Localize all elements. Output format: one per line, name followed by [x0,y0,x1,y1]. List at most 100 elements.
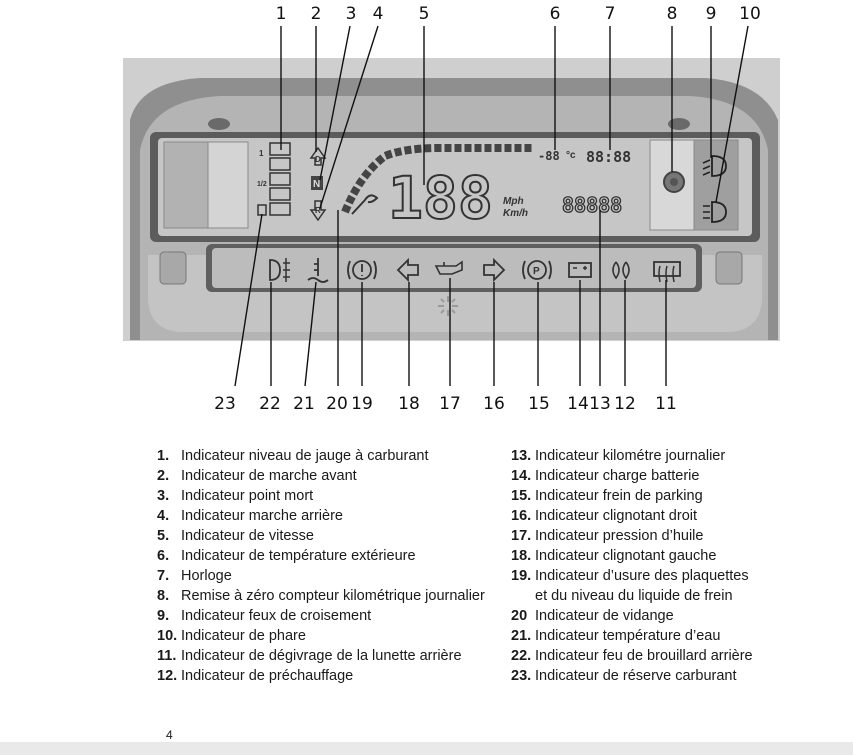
speed-unit-mph: Mph [503,196,524,207]
callout-19: 19 [351,394,373,414]
legend-item-text: Indicateur de vidange [535,608,674,624]
legend-item-number: 11. [157,648,177,664]
legend-item-text: Indicateur frein de parking [535,488,703,504]
legend-item-text: Indicateur de réserve carburant [535,668,737,684]
legend-item-number: 17. [511,528,532,544]
legend-item-text: Horloge [181,568,232,584]
legend-item: 18.Indicateur clignotant gauche [511,546,753,566]
callout-17: 17 [439,394,461,414]
rear-defrost-icon [653,261,681,283]
instrument-cluster-housing [123,58,780,341]
legend-item: 20 Indicateur de vidange [511,606,753,626]
callout-3: 3 [346,4,357,24]
legend-item-text: Indicateur température d’eau [535,628,721,644]
temperature-unit: °c [566,150,576,161]
speed-display: 188 [388,164,493,232]
left-turn-signal-icon [396,257,419,283]
legend-item-number: 22. [511,648,532,664]
legend-item-text: Indicateur de vitesse [181,528,314,544]
callout-22: 22 [259,394,281,414]
legend-item: 14.Indicateur charge batterie [511,466,753,486]
callout-23: 23 [214,394,236,414]
legend-item: 16.Indicateur clignotant droit [511,506,753,526]
callout-15: 15 [528,394,550,414]
low-beam-icon [702,155,727,177]
service-wrench-icon [351,194,379,215]
legend-item-number: 4. [157,508,170,524]
callout-14: 14 [567,394,589,414]
callout-13: 13 [589,394,611,414]
callout-2: 2 [311,4,322,24]
legend-item: 6. Indicateur de température extérieure [157,546,485,566]
legend-item-number: 18. [511,548,532,564]
speed-unit-kmh: Km/h [503,208,528,219]
fuel-full-mark: 1 [259,149,264,158]
parking-brake-icon: P [522,260,552,280]
legend-item-text: Indicateur feu de brouillard arrière [535,648,753,664]
rpm-arc-segments [341,144,532,214]
svg-text:P: P [533,266,540,277]
legend-item-text: Indicateur de dégivrage de la lunette ar… [181,648,462,664]
ambient-light-sensor-icon [438,296,458,316]
fuel-half-mark: 1/2 [257,181,267,188]
callout-5: 5 [419,4,430,24]
callout-16: 16 [483,394,505,414]
bottom-band [0,742,853,755]
legend-item-text: Indicateur de phare [181,628,306,644]
legend-item-text: Indicateur marche arrière [181,508,343,524]
legend-item-text: et du niveau du liquide de frein [535,588,733,604]
legend-item-number: 5. [157,528,170,544]
legend-item: 19.Indicateur d’usure des plaquettes [511,566,753,586]
high-beam-icon [703,201,727,223]
legend-item-number: 2. [157,468,170,484]
legend-item-text: Indicateur charge batterie [535,468,700,484]
legend-item: 4. Indicateur marche arrière [157,506,485,526]
legend-item-number: 8. [157,588,170,604]
rear-fog-light-icon [269,258,290,282]
legend-item-number: 15. [511,488,532,504]
trip-reset-knob-icon [663,171,685,193]
legend-item-number: 20 [511,608,528,624]
legend-item-number: 14. [511,468,532,484]
legend-item-text: Remise à zéro compteur kilométrique jour… [181,588,485,604]
legend-item: 9.Indicateur feux de croisement [157,606,485,626]
legend-item: 8. Remise à zéro compteur kilométrique jo… [157,586,485,606]
callout-12: 12 [614,394,636,414]
legend-item-number: 13. [511,448,532,464]
legend-item: 17.Indicateur pression d’huile [511,526,753,546]
clock-display: 88:88 [586,148,631,166]
legend-item-text: Indicateur point mort [181,488,314,504]
glow-plug-icon [612,261,630,280]
fuel-gauge-bar [269,142,291,216]
gear-reverse-letter: R [315,206,321,215]
brake-wear-icon [347,260,377,280]
legend-item: 7.Horloge [157,566,485,586]
legend-item-number [511,586,535,606]
legend-item-text: Indicateur pression d’huile [535,528,704,544]
callout-10: 10 [739,4,761,24]
legend-item: 2. Indicateur de marche avant [157,466,485,486]
legend-item: 15.Indicateur frein de parking [511,486,753,506]
legend-item-text: Indicateur de marche avant [181,468,357,484]
legend-item-text: Indicateur clignotant gauche [535,548,717,564]
legend-item-number: 9. [157,608,170,624]
legend-item: 21.Indicateur température d’eau [511,626,753,646]
callout-4: 4 [373,4,384,24]
legend-item-number: 10. [157,628,178,644]
legend-item: 12.Indicateur de préchauffage [157,666,485,686]
legend-item: 11.Indicateur de dégivrage de la lunette… [157,646,485,666]
trip-odometer: 88888 [562,193,622,217]
callout-21: 21 [293,394,315,414]
legend-item-text: Indicateur clignotant droit [535,508,698,524]
legend-item: 22.Indicateur feu de brouillard arrière [511,646,753,666]
legend-item-text: Indicateur de température extérieure [181,548,416,564]
legend-item-number: 6. [157,548,170,564]
legend-item-text: Indicateur d’usure des plaquettes [535,568,749,584]
legend-item-number: 1. [157,448,170,464]
page-number: 4 [166,728,173,742]
callout-11: 11 [655,394,677,414]
legend-item: 23.Indicateur de réserve carburant [511,666,753,686]
oil-pressure-icon [434,260,463,275]
